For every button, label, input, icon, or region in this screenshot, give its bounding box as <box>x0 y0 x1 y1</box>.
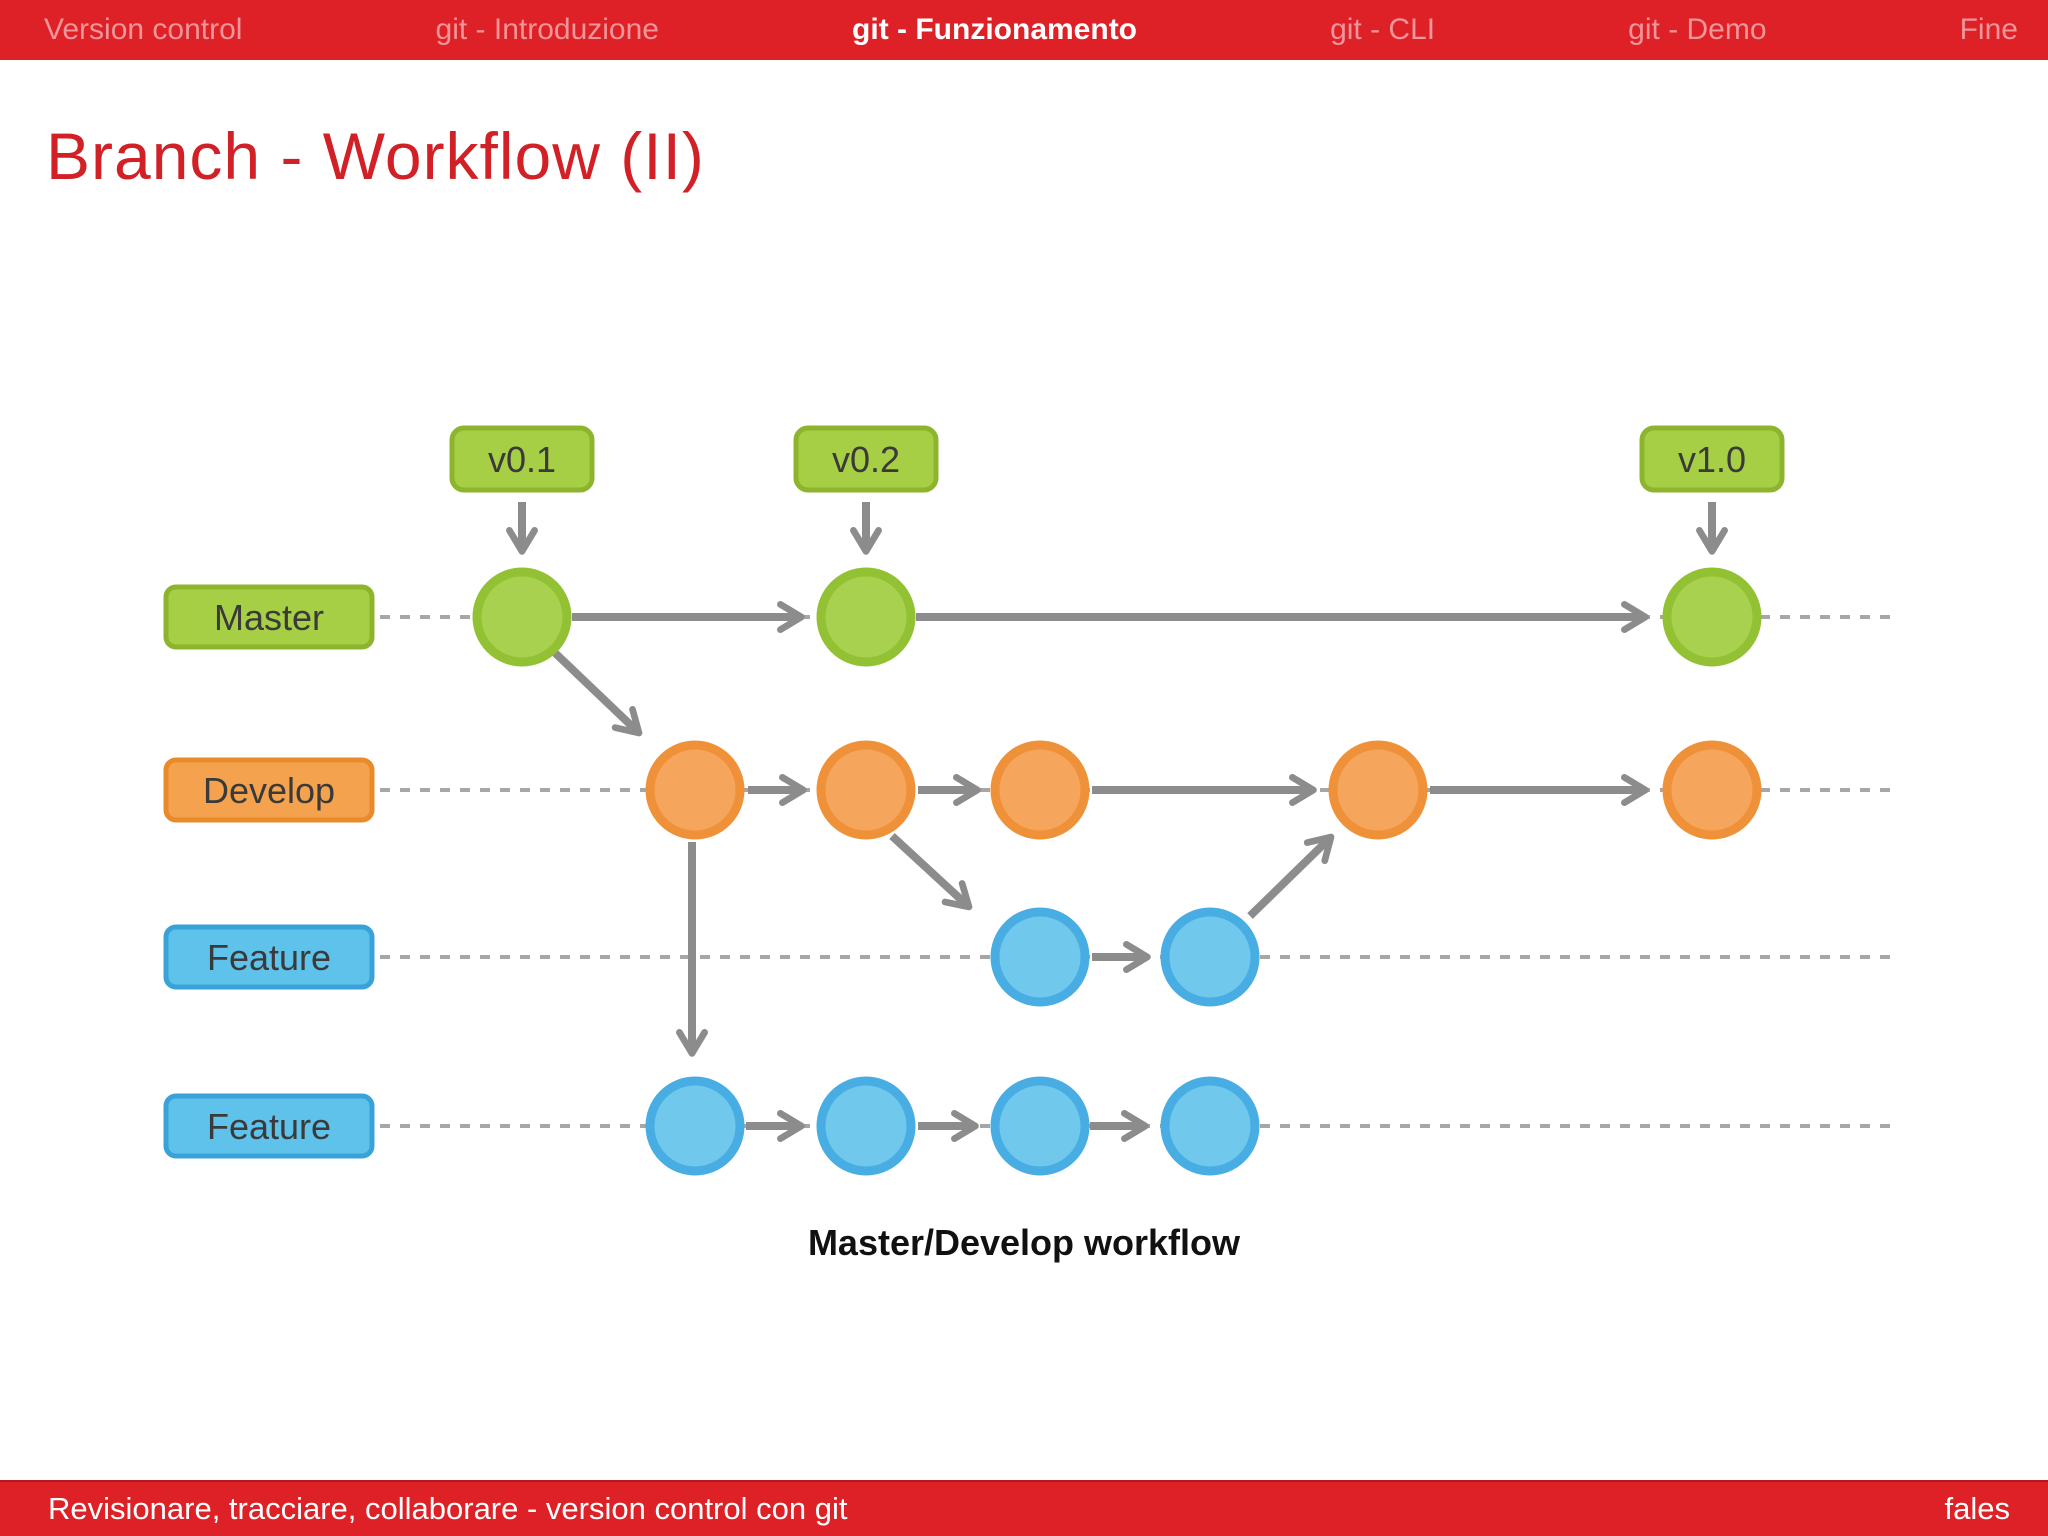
commit-node <box>645 740 745 840</box>
tag-label: v0.2 <box>832 439 900 480</box>
nav-git-funzionamento[interactable]: git - Funzionamento <box>852 13 1138 46</box>
nav-git-introduzione[interactable]: git - Introduzione <box>435 13 659 46</box>
top-nav-bar: Version control git - Introduzione git -… <box>0 0 2048 60</box>
branch-label-box-master <box>163 584 375 650</box>
diagram-caption: Master/Develop workflow <box>807 1222 1241 1263</box>
commit-node <box>816 1076 916 1176</box>
commit-node <box>816 740 916 840</box>
footer-bar: Revisionare, tracciare, collaborare - ve… <box>0 1480 2048 1536</box>
arrow-branch-to-develop <box>549 647 643 737</box>
commit-node <box>990 907 1090 1007</box>
commit-node <box>645 1076 745 1176</box>
commit-node <box>1328 740 1428 840</box>
branch-baselines <box>380 615 1892 1128</box>
page-title: Branch - Workflow (II) <box>46 119 705 193</box>
nav-git-cli[interactable]: git - CLI <box>1330 13 1436 46</box>
branch-label-box-feature1 <box>163 924 375 990</box>
master-commits <box>472 567 1762 667</box>
branch-label: Feature <box>207 937 331 978</box>
commit-arrows <box>506 502 1728 1142</box>
branch-label: Develop <box>203 770 335 811</box>
commit-node <box>1160 907 1260 1007</box>
commit-node <box>1662 567 1762 667</box>
tag-label: v1.0 <box>1678 439 1746 480</box>
tag-box-v01 <box>449 425 595 493</box>
footer-author: fales <box>1944 1491 2010 1526</box>
branch-label: Master <box>214 597 324 638</box>
tag-box-v10 <box>1639 425 1785 493</box>
commit-node <box>1662 740 1762 840</box>
version-tags: v0.1 v0.2 v1.0 <box>449 425 1785 493</box>
commit-node <box>816 567 916 667</box>
develop-commits <box>645 740 1762 840</box>
commit-node <box>472 567 572 667</box>
arrow-branch-to-feature1 <box>889 833 973 911</box>
branch-labels: Master Develop Feature Feature <box>163 584 375 1159</box>
feature2-commits <box>645 1076 1260 1176</box>
commit-node <box>990 1076 1090 1176</box>
feature1-commits <box>990 907 1260 1007</box>
commit-node <box>1160 1076 1260 1176</box>
tag-label: v0.1 <box>488 439 556 480</box>
branch-label: Feature <box>207 1106 331 1147</box>
nav-fine[interactable]: Fine <box>1959 13 2018 46</box>
nav-version-control[interactable]: Version control <box>44 13 243 46</box>
footer-subtitle: Revisionare, tracciare, collaborare - ve… <box>48 1491 848 1526</box>
commit-node <box>990 740 1090 840</box>
branch-label-box-feature2 <box>163 1093 375 1159</box>
arrow-merge-feature1 <box>1247 833 1335 919</box>
tag-box-v02 <box>793 425 939 493</box>
branch-label-box-develop <box>163 757 375 823</box>
nav-git-demo[interactable]: git - Demo <box>1628 13 1767 46</box>
